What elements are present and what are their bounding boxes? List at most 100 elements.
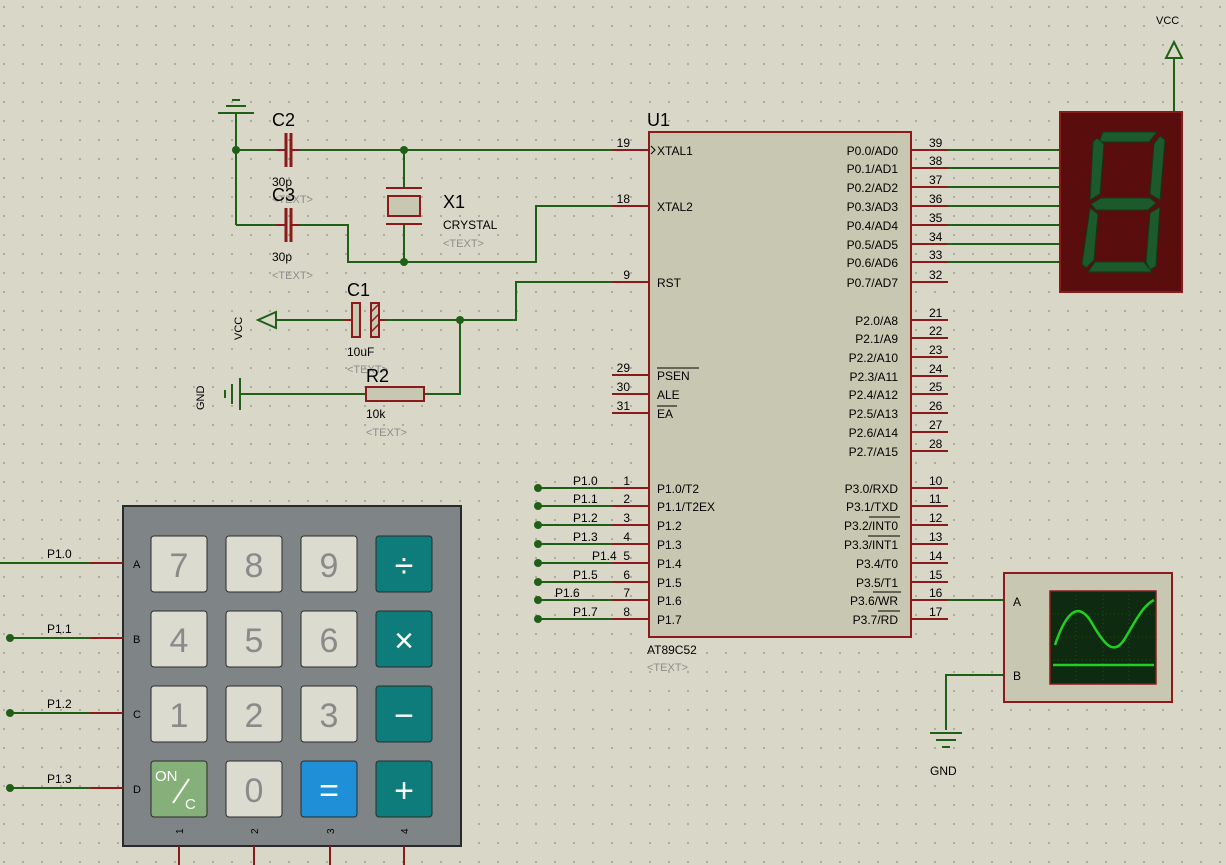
pin-name: P2.0/A8: [855, 314, 898, 328]
gnd-scope-label: GND: [930, 764, 957, 778]
mcu-pin-7[interactable]: 7P1.6: [612, 586, 682, 608]
capacitor-c3[interactable]: C3 30p <TEXT>: [272, 185, 313, 282]
pin-number: 31: [617, 399, 631, 413]
ground-symbol-top[interactable]: [218, 99, 254, 114]
keypad-key-0-0[interactable]: 7: [150, 535, 208, 593]
vcc-symbol-c1[interactable]: VCC: [233, 310, 277, 340]
keypad-row-C[interactable]: CP1.2: [47, 697, 141, 721]
wires: [0, 58, 1175, 789]
mcu-pin-8[interactable]: 8P1.7: [612, 605, 682, 627]
keypad-col-4[interactable]: 4: [400, 828, 411, 865]
keypad-row-D[interactable]: DP1.3: [47, 772, 141, 796]
keypad-row-A[interactable]: AP1.0: [47, 547, 141, 571]
capacitor-c2[interactable]: C2 30p <TEXT>: [272, 110, 313, 206]
keypad-key-2-1[interactable]: 2: [225, 685, 283, 743]
pin-number: 18: [617, 192, 631, 206]
key-label: ÷: [395, 547, 414, 585]
c3-value: 30p: [272, 250, 292, 264]
keypad-key-2-0[interactable]: 1: [150, 685, 208, 743]
mcu-pin-4[interactable]: 4P1.3: [612, 530, 682, 552]
keypad-key-3-3[interactable]: +: [375, 760, 433, 818]
mcu-pin-2[interactable]: 2P1.1/T2EX: [612, 492, 715, 514]
pin-number: 29: [617, 361, 631, 375]
mcu-pin-1[interactable]: 1P1.0/T2: [612, 474, 699, 496]
keypad-key-1-3[interactable]: ×: [375, 610, 433, 668]
pin-name: P0.3/AD3: [847, 200, 899, 214]
keypad-key-0-2[interactable]: 9: [300, 535, 358, 593]
mcu-pin-5[interactable]: 5P1.4: [612, 549, 682, 571]
keypad-key-3-0[interactable]: ONC: [150, 760, 208, 818]
pin-name: P2.4/A12: [849, 388, 899, 402]
keypad-key-0-3[interactable]: ÷: [375, 535, 433, 593]
mcu-u1[interactable]: U1 AT89C52 <TEXT> 19XTAL118XTAL29RST29PS…: [612, 110, 948, 674]
ground-symbol-r2[interactable]: GND: [195, 378, 241, 410]
keypad-key-1-0[interactable]: 4: [150, 610, 208, 668]
pin-name: P0.1/AD1: [847, 162, 899, 176]
scope-channel-b: B: [1013, 669, 1021, 683]
mcu-body[interactable]: [648, 131, 912, 638]
keypad-key-0-1[interactable]: 8: [225, 535, 283, 593]
x1-ref: X1: [443, 192, 465, 212]
pin-name: PSEN: [657, 369, 690, 383]
capacitor-c1[interactable]: C1 10uF <TEXT>: [344, 280, 388, 376]
resistor-r2[interactable]: R2 10k <TEXT>: [365, 366, 425, 439]
crystal-x1[interactable]: X1 CRYSTAL <TEXT>: [386, 187, 498, 250]
keypad-key-2-3[interactable]: −: [375, 685, 433, 743]
seven-segment-display[interactable]: [1059, 111, 1183, 293]
mcu-pin-6[interactable]: 6P1.5: [612, 568, 682, 590]
keypad-key-2-2[interactable]: 3: [300, 685, 358, 743]
keypad-key-3-1[interactable]: 0: [225, 760, 283, 818]
keypad-row-B[interactable]: BP1.1: [47, 622, 140, 646]
mcu-text: <TEXT>: [647, 662, 688, 674]
keypad-col-2[interactable]: 2: [250, 828, 261, 865]
c2-text: <TEXT>: [272, 194, 313, 206]
pin-number: 22: [929, 324, 943, 338]
keypad-key-3-2[interactable]: =: [300, 760, 358, 818]
keypad-key-1-2[interactable]: 6: [300, 610, 358, 668]
oscilloscope[interactable]: A B: [1003, 572, 1173, 703]
key-label: =: [319, 772, 339, 810]
keypad-col-3[interactable]: 3: [326, 828, 337, 865]
pin-name: P3.2/INT0: [844, 519, 898, 533]
keypad-key-1-1[interactable]: 5: [225, 610, 283, 668]
keypad-net-label: P1.0: [47, 547, 72, 561]
pin-number: 9: [623, 268, 630, 282]
key-label: −: [394, 697, 414, 735]
mcu-pin-3[interactable]: 3P1.2: [612, 511, 682, 533]
keypad-col-1[interactable]: 1: [175, 828, 186, 865]
vcc-symbol-top[interactable]: VCC: [1156, 15, 1184, 59]
ground-symbol-scope[interactable]: GND: [930, 732, 962, 778]
